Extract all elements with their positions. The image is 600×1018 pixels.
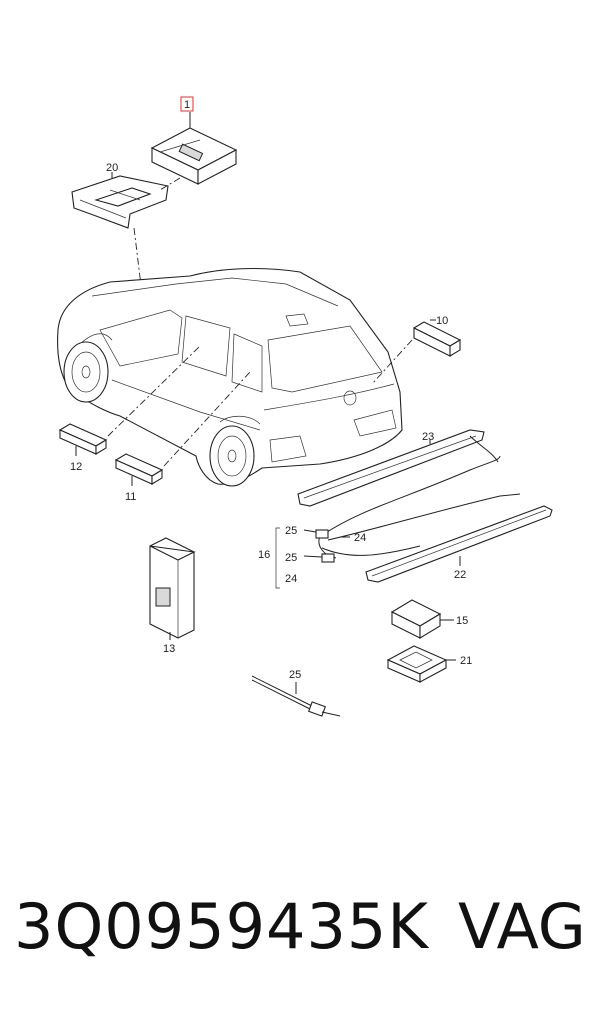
front-wheel — [63, 341, 109, 403]
callout-20: 20 — [106, 162, 118, 174]
callout-24-b: 24 — [285, 573, 297, 585]
part-22-sill-strip — [365, 505, 553, 583]
parts-diagram: 1 20 — [57, 96, 553, 717]
part-number: 3Q0959435K — [14, 890, 430, 963]
callout-25-a: 25 — [285, 525, 297, 537]
callout-10: 10 — [436, 315, 448, 327]
part-25-cable-tie — [251, 675, 341, 717]
part-20-bracket — [71, 172, 169, 229]
part-10-antenna — [412, 319, 462, 357]
callout-25-b: 25 — [285, 552, 297, 564]
caption: 3Q0959435K VAG — [0, 890, 600, 980]
callout-1-box — [180, 96, 194, 112]
callout-23: 23 — [422, 431, 434, 443]
brand-label: VAG — [458, 890, 586, 963]
part-23-strip — [297, 429, 499, 507]
callout-21: 21 — [460, 655, 472, 667]
vehicle-outline — [57, 267, 403, 485]
rear-wheel — [209, 425, 255, 487]
part-15-sensor — [390, 599, 454, 639]
callout-16: 16 — [258, 549, 270, 561]
callout-15: 15 — [456, 615, 468, 627]
callout-22: 22 — [454, 569, 466, 581]
part-13-module — [149, 537, 196, 640]
callout-13: 13 — [163, 643, 175, 655]
callout-11: 11 — [125, 491, 136, 503]
callout-25-c: 25 — [289, 669, 301, 681]
callout-24-a: 24 — [354, 532, 366, 544]
part-16-wiring-harness — [275, 455, 521, 589]
part-12-antenna — [58, 423, 108, 456]
part-11-antenna — [114, 453, 164, 486]
part-1-control-module — [150, 112, 238, 185]
callout-1: 1 — [184, 99, 190, 111]
part-21-holder — [386, 645, 456, 683]
callout-12: 12 — [70, 461, 82, 473]
